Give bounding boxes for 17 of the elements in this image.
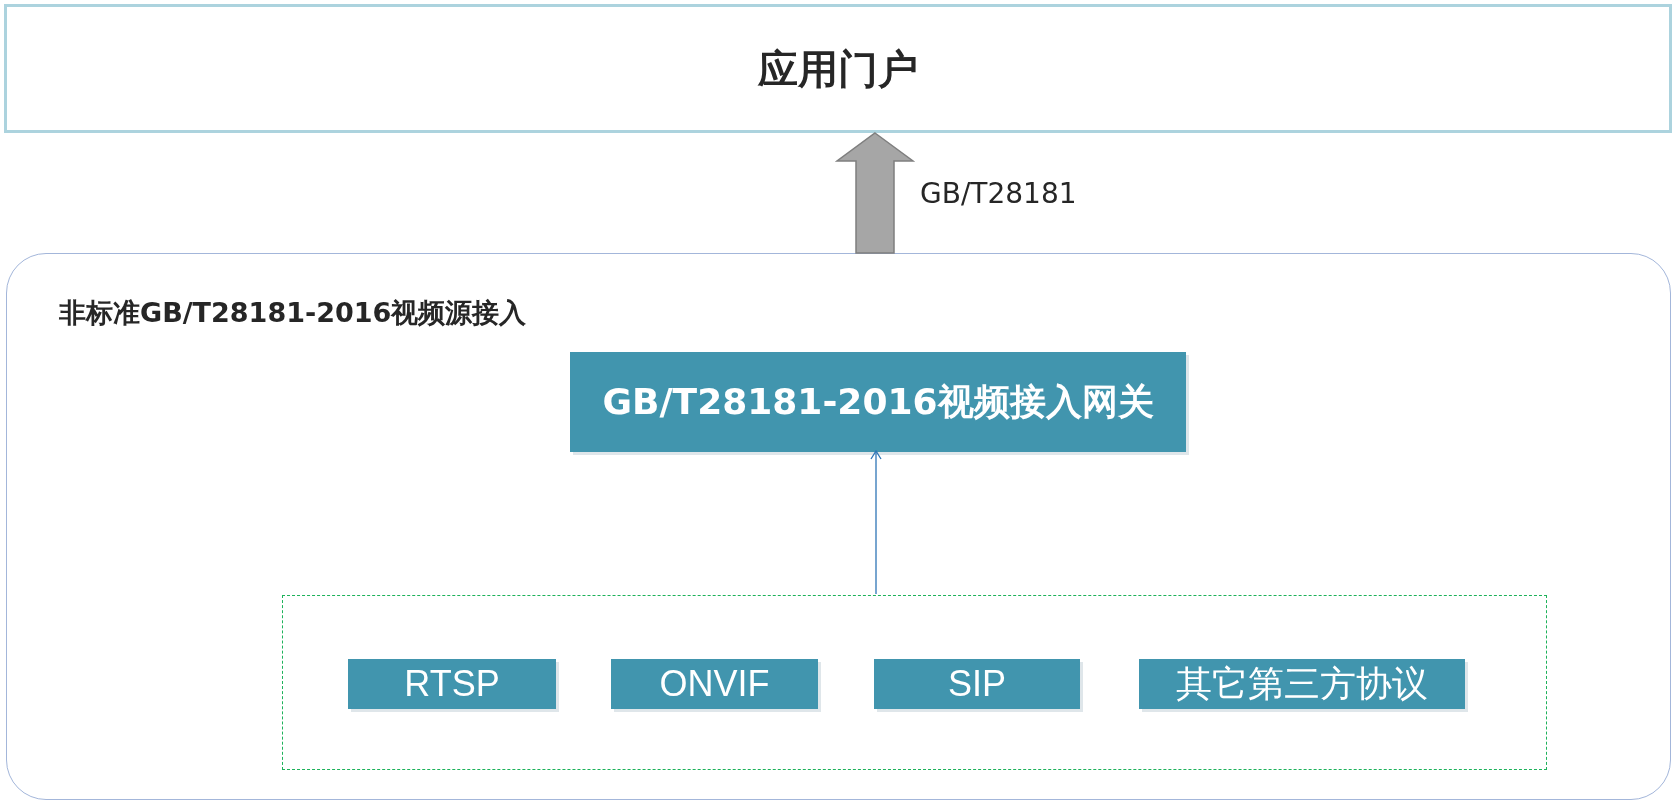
protocol-label: SIP — [948, 666, 1006, 702]
protocol-box — [348, 659, 556, 709]
protocol-label: ONVIF — [659, 666, 770, 702]
gateway-box — [570, 352, 1186, 452]
protocol-box — [611, 659, 818, 709]
dashed-frame — [282, 595, 1547, 770]
protocol-label: RTSP — [404, 666, 500, 702]
protocol-box — [1139, 659, 1465, 709]
layer-box — [4, 4, 1672, 133]
group-panel — [6, 253, 1671, 800]
protocol-box — [874, 659, 1080, 709]
layer-title: 应用门户 — [758, 48, 918, 89]
group-heading: 非标准GB/T28181-2016视频源接入 — [59, 299, 527, 326]
gateway-label: GB/T28181-2016视频接入网关 — [602, 384, 1154, 420]
block-arrow — [834, 132, 916, 254]
protocol-label: 其它第三方协议 — [1176, 666, 1428, 702]
arrow — [870, 450, 882, 595]
